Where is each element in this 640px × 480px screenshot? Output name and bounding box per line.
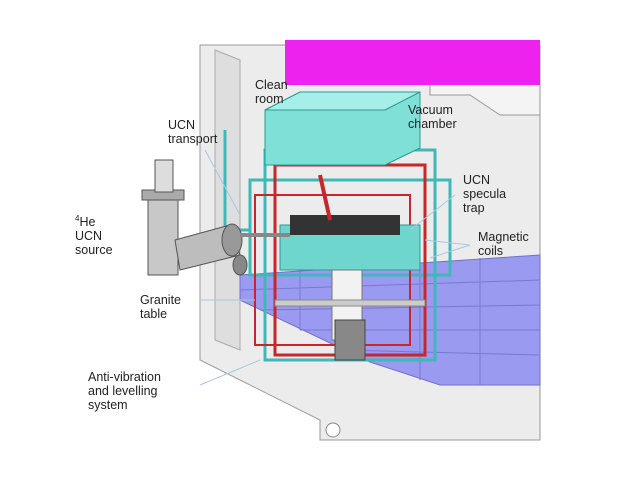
magenta-block bbox=[285, 40, 540, 85]
label-line: UCN bbox=[75, 229, 103, 244]
label-line: transport bbox=[168, 132, 218, 146]
label-line: and levelling bbox=[88, 384, 158, 398]
he-ucn-source bbox=[141, 159, 290, 276]
label-line: room bbox=[255, 92, 284, 106]
label-line: trap bbox=[463, 201, 485, 215]
label-line: coils bbox=[478, 244, 504, 258]
label-text: He bbox=[79, 215, 96, 230]
leader-lines bbox=[199, 149, 471, 386]
label-line: UCN bbox=[168, 118, 196, 132]
label-line: Vacuum bbox=[408, 103, 453, 117]
label-line: Granite bbox=[140, 293, 181, 307]
label-line: table bbox=[140, 307, 168, 321]
label-line: Magnetic bbox=[478, 230, 529, 244]
granite-table bbox=[274, 269, 426, 361]
label-line: specula bbox=[463, 187, 507, 201]
superscript: 4 bbox=[75, 214, 80, 223]
label-line: Anti-vibration bbox=[88, 370, 161, 384]
label-line: chamber bbox=[408, 117, 457, 131]
label-line: source bbox=[75, 243, 113, 258]
label-line: Clean bbox=[255, 78, 288, 92]
vacuum-chamber bbox=[264, 91, 421, 271]
label-line: system bbox=[88, 398, 128, 412]
label-line: UCN bbox=[463, 173, 491, 187]
label-line: 4He bbox=[75, 212, 113, 229]
